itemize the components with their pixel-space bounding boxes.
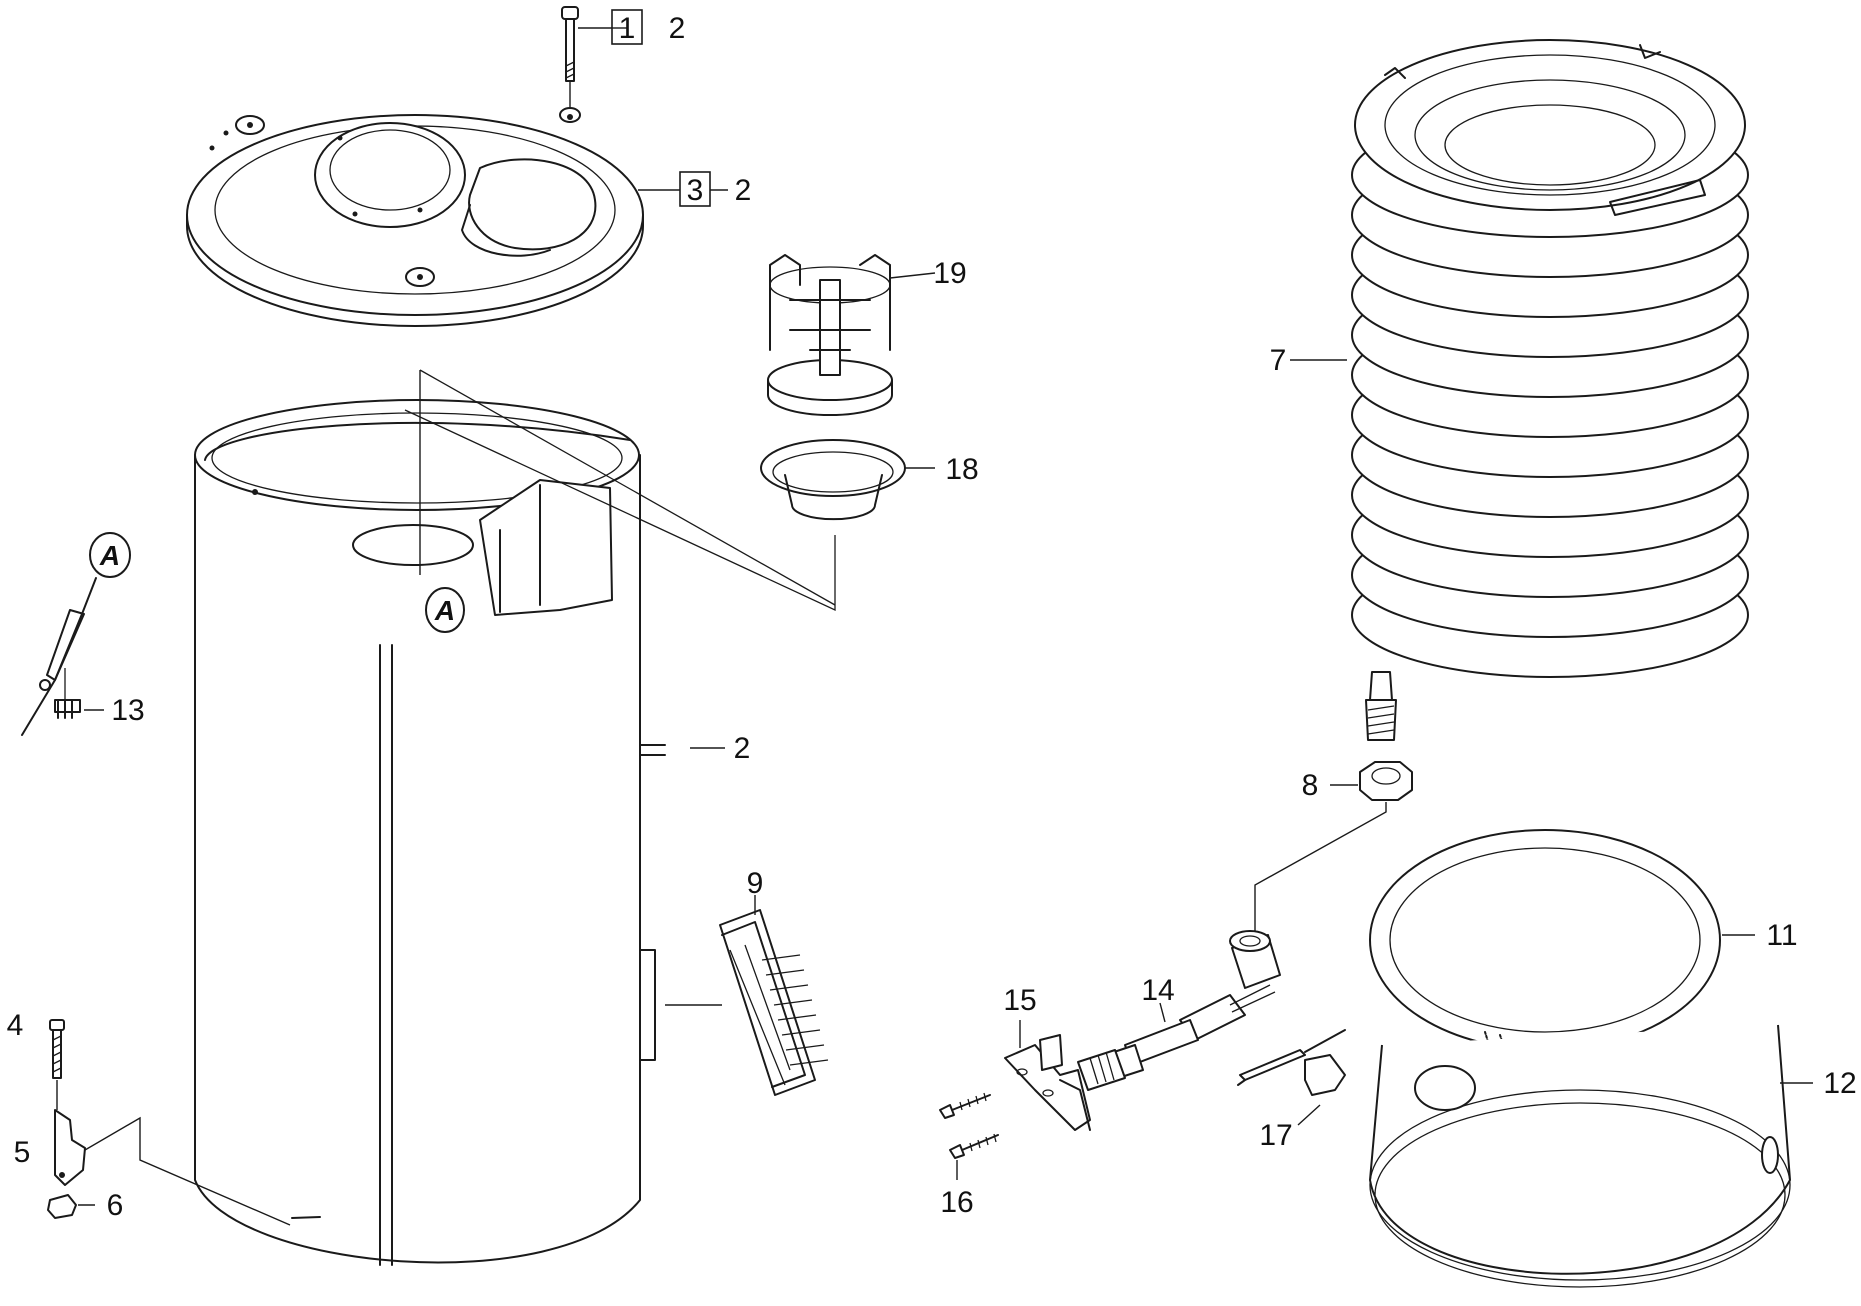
detail-a-label-left: A (99, 540, 120, 571)
callout-5: 5 (14, 1136, 31, 1169)
part-16-screws (939, 1092, 999, 1180)
part-7-heating-coil (1290, 39, 1749, 741)
detail-a-marker-tank: A (425, 587, 465, 633)
part-3-top-lid (186, 107, 644, 327)
callout-17: 17 (1259, 1119, 1292, 1152)
part-11-gasket-ring (1369, 829, 1755, 1051)
callout-12: 12 (1823, 1067, 1856, 1100)
part-19-spreader (767, 254, 936, 416)
callout-19: 19 (933, 257, 966, 290)
callout-16: 16 (940, 1186, 973, 1219)
callout-2-bolt: 2 (669, 12, 686, 45)
callout-3: 3 (687, 174, 704, 207)
callout-labels: 1 2 3 2 19 18 7 2 13 8 9 11 14 15 4 12 5… (7, 12, 1857, 1222)
callout-18: 18 (945, 453, 978, 486)
part-9-filter (665, 895, 829, 1096)
detail-a-label-tank: A (434, 595, 455, 626)
part-4-screw (49, 1019, 65, 1110)
part-1-bolt (561, 6, 579, 114)
callout-2-tank: 2 (734, 732, 751, 765)
callout-1: 1 (619, 12, 636, 45)
callout-14: 14 (1141, 974, 1174, 1007)
part-12-base-pan (1369, 1024, 1813, 1288)
callout-8: 8 (1302, 769, 1319, 802)
part-6-clip (47, 1194, 95, 1219)
part-8-nut (1254, 761, 1413, 935)
tank-body (194, 369, 836, 1266)
part-17-clip-and-sensor (1237, 1029, 1346, 1126)
callout-4: 4 (7, 1009, 24, 1042)
callout-box-1 (611, 9, 643, 45)
callout-11: 11 (1766, 919, 1797, 952)
part-15-bracket (1004, 1020, 1091, 1131)
callout-2-lid: 2 (735, 174, 752, 207)
callout-leaders (578, 27, 728, 749)
callout-13: 13 (111, 694, 144, 727)
callout-box-3 (679, 171, 711, 207)
callout-7: 7 (1270, 344, 1287, 377)
part-5-bracket (54, 1109, 291, 1226)
part-18-ring (760, 439, 935, 521)
detail-a-marker-left: A (89, 532, 131, 578)
callout-9: 9 (747, 867, 764, 900)
callout-6: 6 (107, 1189, 124, 1222)
callout-15: 15 (1003, 984, 1036, 1017)
part-14-fitting (1077, 930, 1281, 1091)
part-13-sensor-probe (21, 577, 104, 736)
